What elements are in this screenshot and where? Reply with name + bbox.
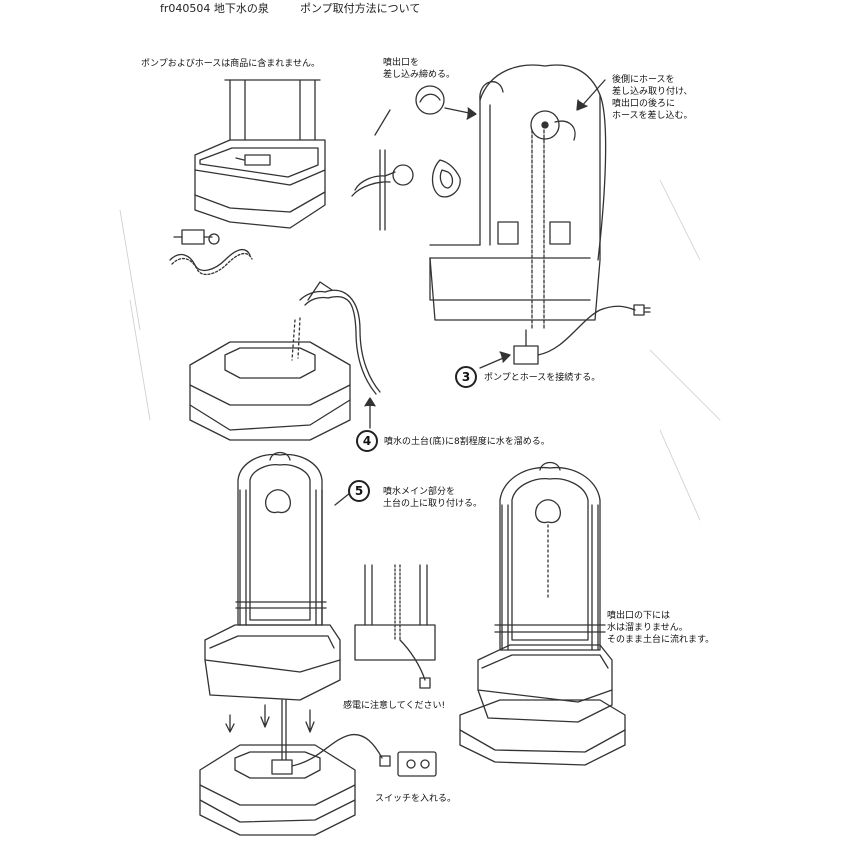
step-4-marker: 4 [356,430,378,452]
callout-arrows-top [444,79,606,120]
cord-routing-detail-illustration [354,564,436,689]
fountain-base-fill-illustration [189,281,381,441]
switch-on-text: スイッチを入れる。 [375,794,457,804]
water-flow-note: 噴出口の下には 水は溜まりません。 そのまま土台に流れます。 [607,611,715,645]
product-code-header: fr040504 地下水の泉 [160,2,269,15]
pump-and-hose-parts [169,229,253,276]
background-texture [119,179,721,521]
step-3-marker: 3 [455,366,477,388]
step-5-text: 噴水メイン部分を 土台の上に取り付ける。 [383,487,483,509]
fountain-back-illustration [429,64,607,331]
bottom-base-with-pump-illustration [199,699,437,836]
electric-shock-caution: 感電に注意してください! [343,701,446,711]
step-5-marker: 5 [348,480,370,502]
spout-detail-illustration [351,85,461,231]
main-fountain-lowering-illustration [204,451,363,733]
spout-insert-note: 噴出口を 差し込み締める。 [383,58,456,80]
page-subtitle: ポンプ取付方法について [300,2,421,15]
assembled-fountain-illustration [459,461,626,766]
basin-with-pump-illustration [194,79,326,229]
pump-not-included-note: ポンプおよびホースは商品に含まれません。 [141,59,321,69]
step-3-text: ポンプとホースを接続する。 [484,373,601,383]
pump-with-cord-illustration [479,304,651,369]
hose-attach-note: 後側にホースを 差し込み取り付け、 噴出口の後ろに ホースを差し込む。 [612,75,693,121]
step4-arrow [364,397,376,429]
step-4-text: 噴水の土台(底)に8割程度に水を溜める。 [384,437,550,447]
